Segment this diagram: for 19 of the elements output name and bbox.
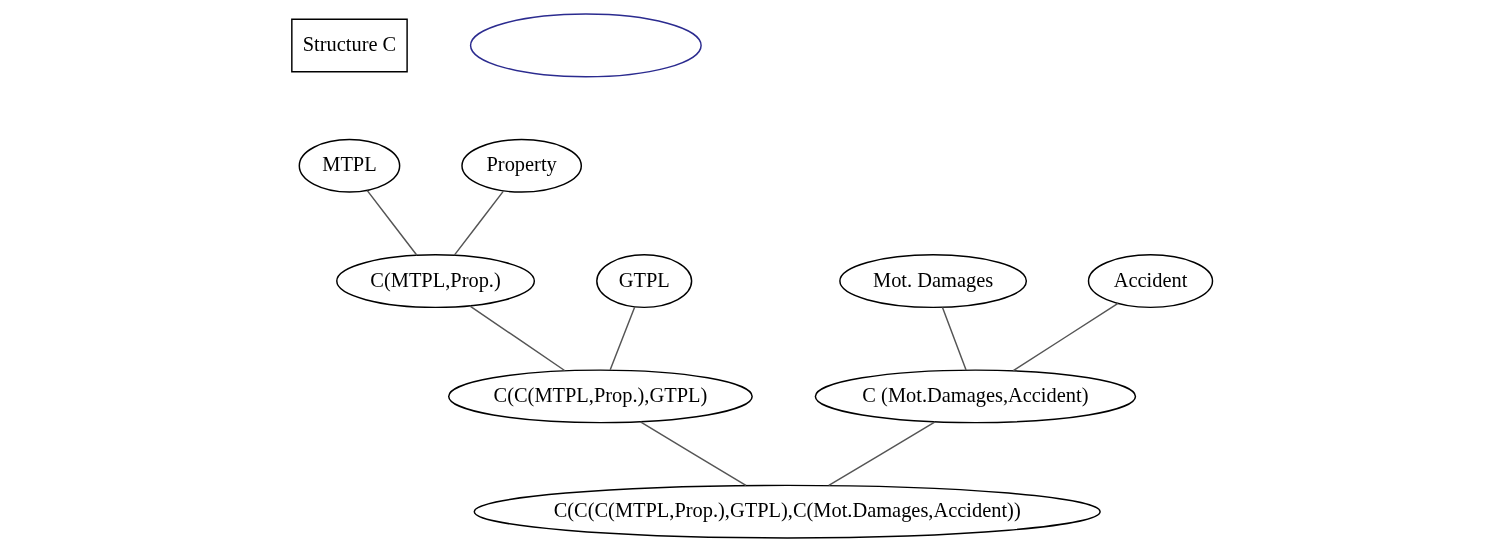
node-box: Structure C <box>291 18 408 73</box>
node-ellipse: C(C(MTPL,Prop.),GTPL) <box>448 369 753 424</box>
node-ellipse: GTPL <box>596 254 693 309</box>
node-ellipse: C (Mot.Damages,Accident) <box>814 369 1137 424</box>
connector <box>1012 302 1119 372</box>
connector <box>639 421 747 487</box>
node-ellipse: Mot. Damages <box>839 254 1028 309</box>
node-ellipse <box>469 13 702 78</box>
connector <box>366 189 418 256</box>
connector <box>469 305 566 372</box>
connector <box>609 306 636 371</box>
connector <box>453 190 505 256</box>
connector <box>828 421 936 487</box>
connector <box>941 306 967 371</box>
node-ellipse: C(C(C(MTPL,Prop.),GTPL),C(Mot.Damages,Accident)) <box>473 484 1101 539</box>
node-ellipse: C(MTPL,Prop.) <box>336 254 536 309</box>
node-ellipse: MTPL <box>298 138 401 193</box>
node-ellipse: Property <box>461 138 583 193</box>
node-ellipse: Accident <box>1087 254 1214 309</box>
